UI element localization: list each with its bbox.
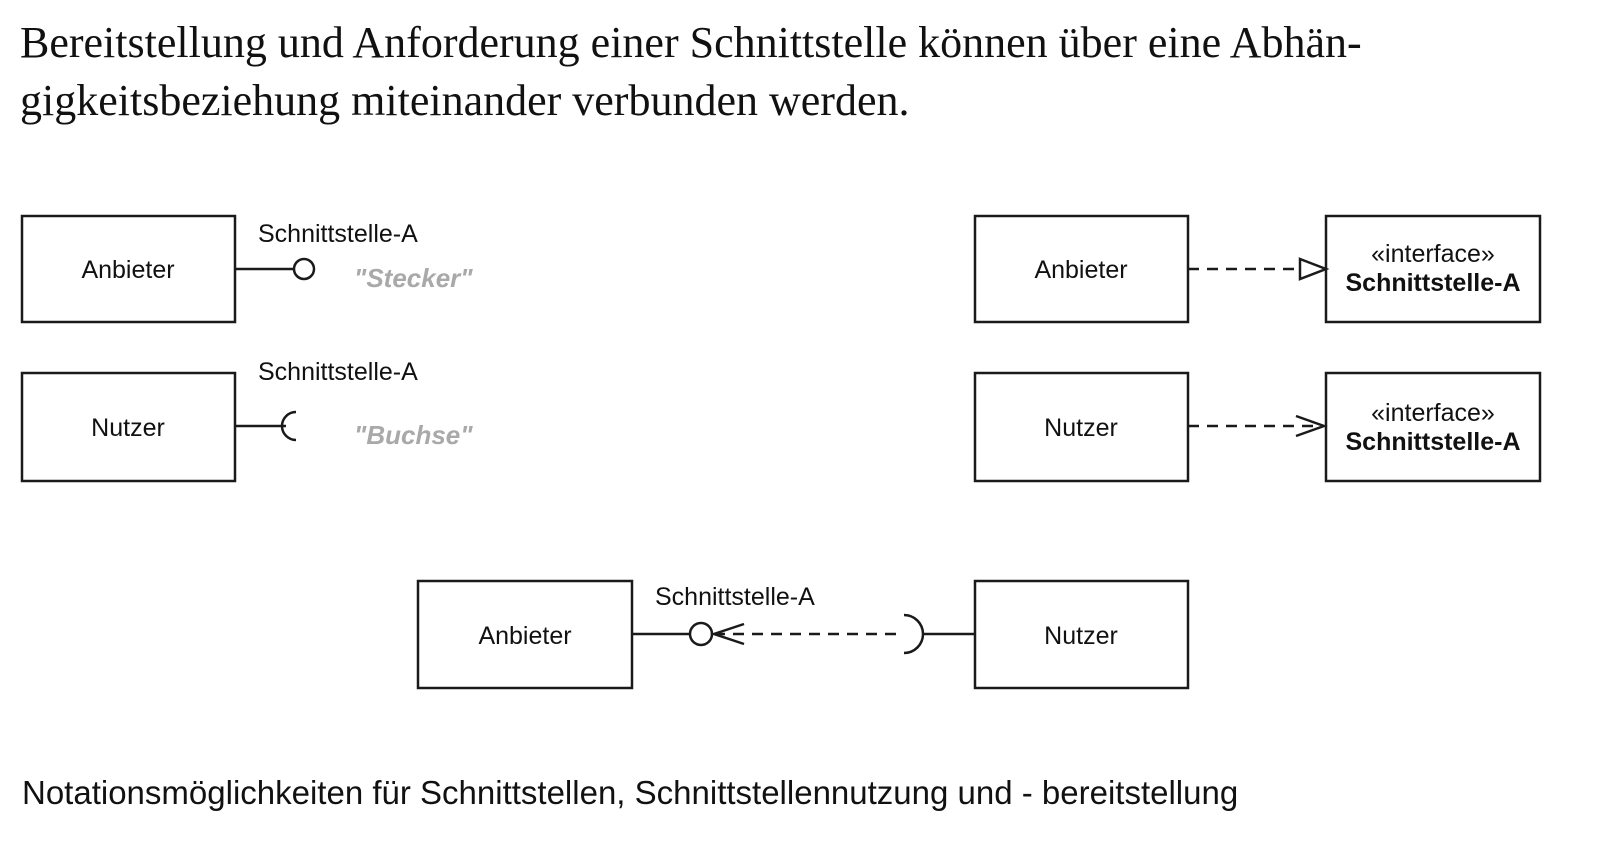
socket-icon: [280, 410, 297, 442]
nutzer-box-assembly: [973, 579, 1190, 690]
intro-paragraph: Bereitstellung und Anforderung einer Sch…: [20, 14, 1600, 130]
realization-interface-label: Schnittstelle-A: [1345, 269, 1520, 297]
socket-component-label: Nutzer: [91, 414, 165, 442]
interface-box-realization: [1324, 214, 1542, 324]
usage-stereotype-label: «interface»: [1371, 399, 1495, 427]
figure-caption: Notationsmöglichkeiten für Schnittstelle…: [22, 774, 1239, 811]
realization-arrowhead-icon: [1298, 257, 1330, 281]
assembly-group: [416, 579, 1190, 690]
lollipop-group: [20, 214, 316, 324]
usage-arrowhead-icon: [1295, 414, 1328, 438]
lollipop-note: "Stecker": [354, 263, 473, 293]
assembly-socket-icon: [903, 613, 925, 655]
assembly-interface-label: Schnittstelle-A: [655, 583, 815, 611]
usage-component-label: Nutzer: [1044, 414, 1118, 442]
interface-box-usage: [1324, 371, 1542, 483]
socket-note: "Buchse": [354, 420, 473, 450]
realization-stereotype-label: «interface»: [1371, 240, 1495, 268]
lollipop-interface-label: Schnittstelle-A: [258, 220, 418, 248]
socket-interface-label: Schnittstelle-A: [258, 358, 418, 386]
assembly-arrowhead-icon: [710, 622, 745, 646]
lollipop-component-label: Anbieter: [81, 256, 174, 284]
lollipop-icon: [292, 257, 316, 281]
socket-group: [20, 371, 297, 483]
usage-group: [973, 371, 1542, 483]
assembly-consumer-label: Nutzer: [1044, 622, 1118, 650]
usage-interface-label: Schnittstelle-A: [1345, 428, 1520, 456]
intro-line-1: Bereitstellung und Anforderung einer Sch…: [20, 18, 1362, 67]
realization-component-label: Anbieter: [1034, 256, 1127, 284]
realization-group: [973, 214, 1542, 324]
intro-line-2: gigkeitsbeziehung miteinander verbunden …: [20, 76, 910, 125]
assembly-lollipop-icon: [688, 621, 714, 647]
assembly-provider-label: Anbieter: [478, 622, 571, 650]
